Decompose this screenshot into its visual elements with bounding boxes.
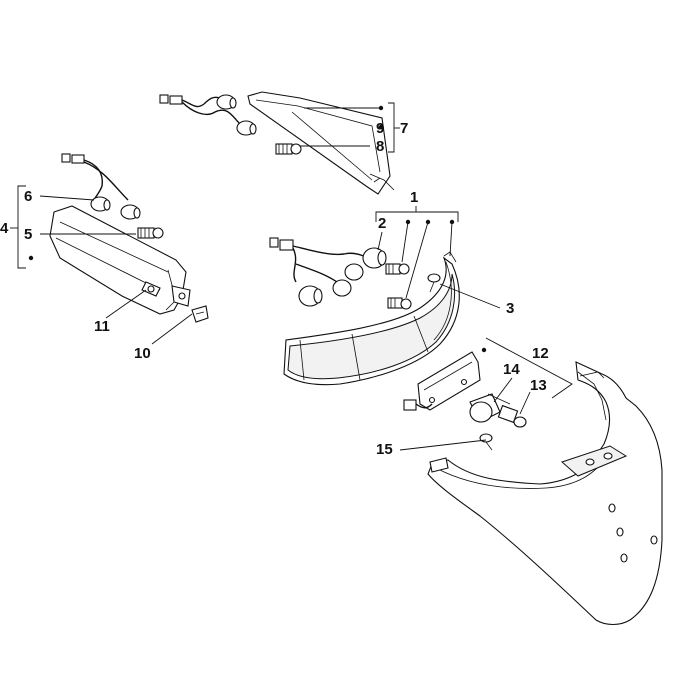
callout-5: 5 [24,226,32,243]
clip-10 [191,305,209,323]
screw-11 [141,281,161,297]
bulb-2 [385,263,410,275]
bulb-13 [497,404,527,428]
center-wiring-harness [269,237,387,307]
callout-1: 1 [410,189,418,206]
callout-9: 9 [376,120,384,137]
plate-light-housing [403,351,481,411]
plate-light-assembly [399,337,573,451]
callout-13: 13 [530,377,547,394]
callout-6: 6 [24,188,32,205]
left-lamp-assembly [10,153,209,345]
rear-mudguard [427,361,663,626]
screw-15 [479,433,493,451]
rear-lamp-lens [283,251,460,386]
bulb-center-b [387,297,412,310]
callout-4: 4 [0,220,9,237]
callout-15: 15 [376,441,393,458]
left-wiring-harness [61,153,141,220]
callout-2: 2 [378,215,386,232]
rear-lamp-assembly [269,206,501,386]
callout-14: 14 [503,361,520,378]
bulb-8 [275,143,302,155]
callout-11: 11 [94,318,110,335]
screw-3 [427,273,441,293]
callout-3: 3 [506,300,514,317]
lamp-housing-9 [247,91,395,195]
callout-12: 12 [532,345,549,362]
callout-7: 7 [400,120,408,137]
bulb-5 [137,227,164,239]
top-wiring-harness [159,94,257,136]
top-lamp-assembly [159,91,400,195]
callout-10: 10 [134,345,151,362]
left-lamp-housing [49,205,191,315]
callout-8: 8 [376,138,384,155]
